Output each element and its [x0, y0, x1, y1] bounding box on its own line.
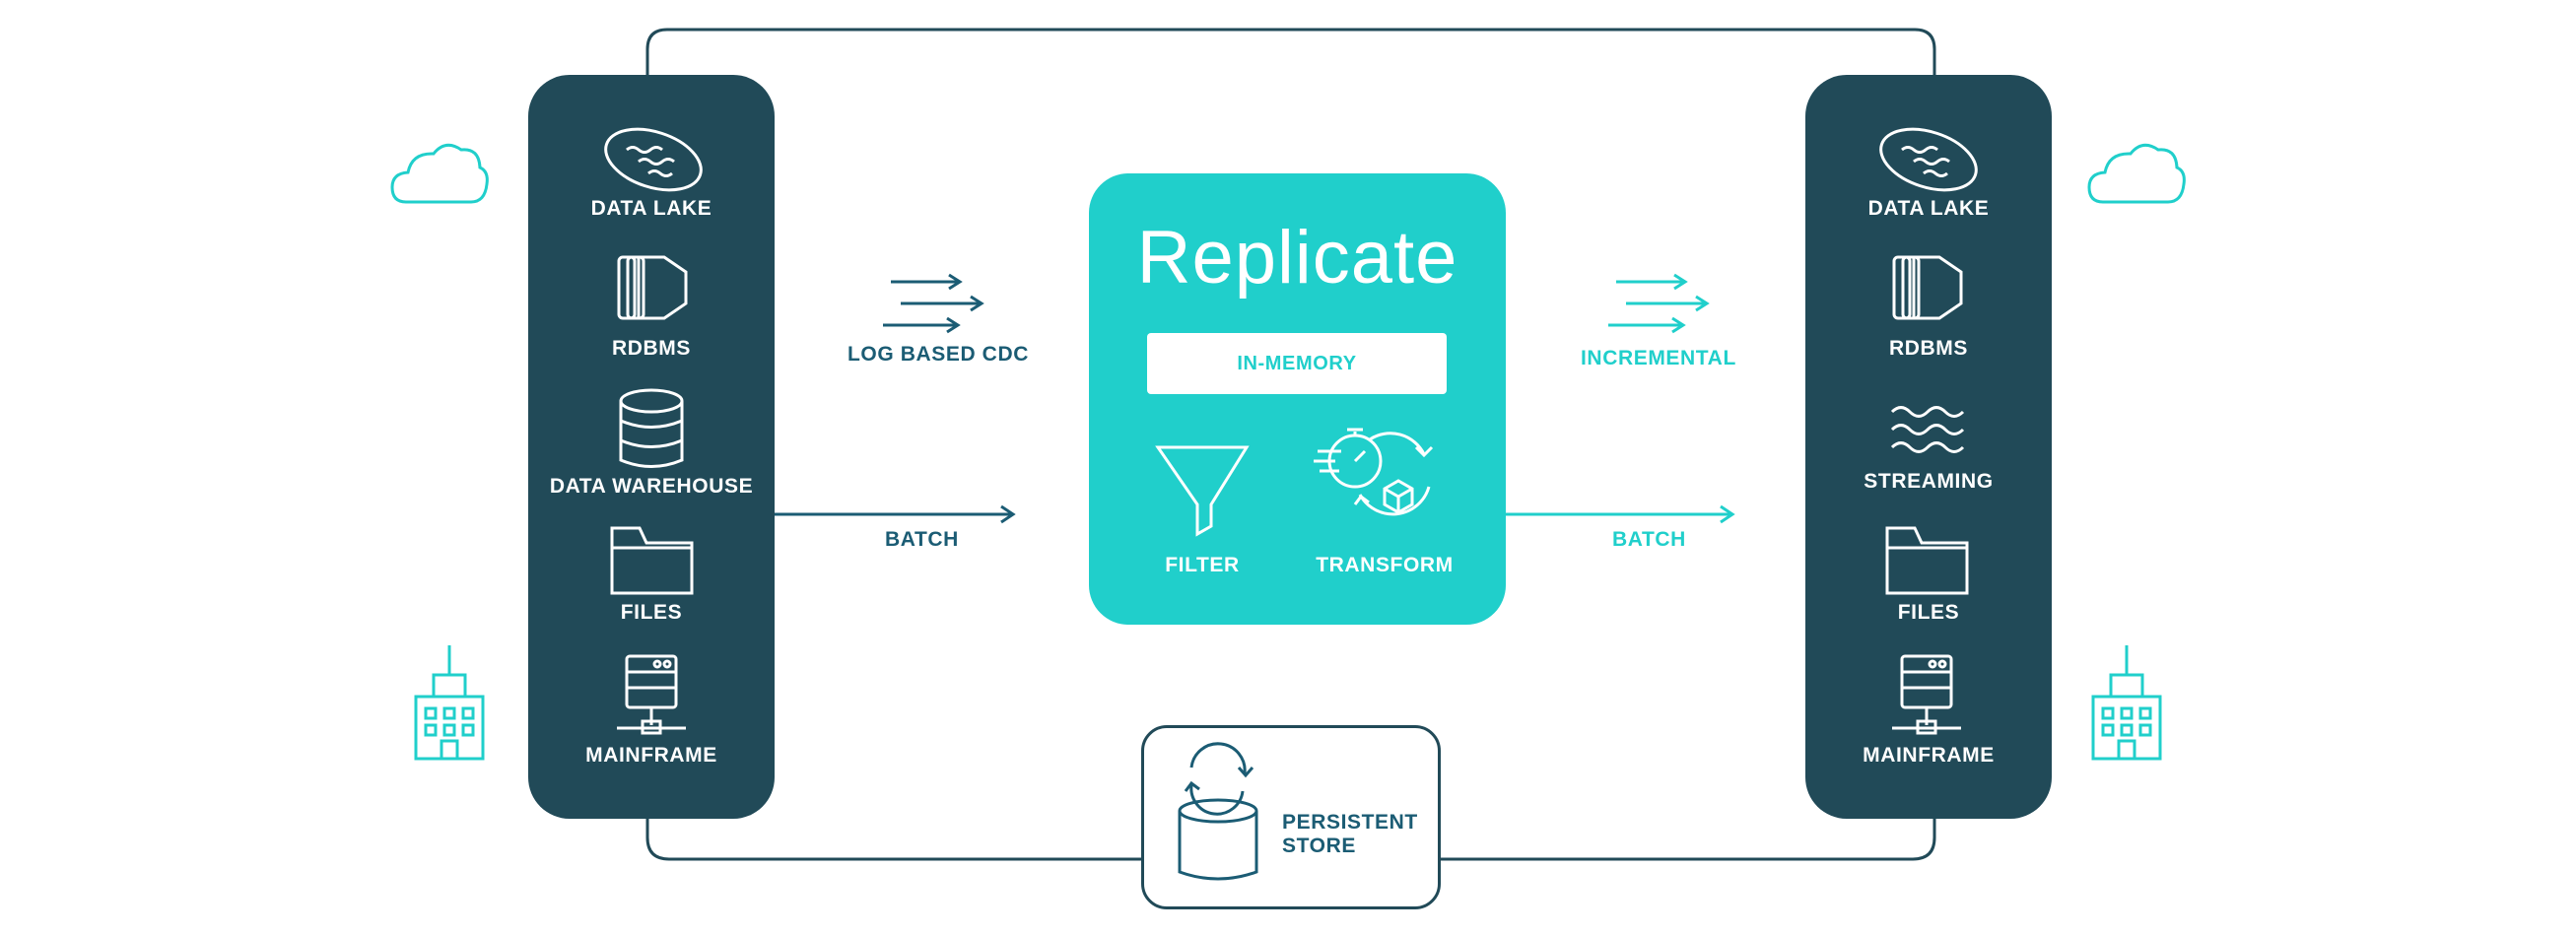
folder-icon — [610, 526, 694, 595]
rdbms-icon — [617, 255, 688, 320]
batch-arrow-left — [774, 504, 1016, 524]
streaming-icon — [1890, 406, 1965, 453]
top-loop-line — [645, 28, 1936, 79]
in-memory-label: IN-MEMORY — [1237, 353, 1357, 374]
target-panel: DATA LAKE RDBMS STREAMING FILES MAINFRAM… — [1805, 75, 2052, 819]
data-lake-icon — [604, 127, 703, 192]
bottom-loop-line-right — [1439, 816, 1936, 861]
source-icons — [604, 127, 703, 735]
transform-label: TRANSFORM — [1316, 554, 1454, 576]
persistent-store-graphic — [1178, 742, 1258, 881]
incremental-arrows-icon — [1608, 273, 1710, 334]
replicate-engine-box: Replicate IN-MEMORY — [1089, 173, 1506, 625]
batch-label-left: BATCH — [885, 528, 959, 551]
persistent-store-box: PERSISTENT STORE — [1141, 725, 1441, 909]
source-label-data-warehouse: DATA WAREHOUSE — [549, 475, 754, 498]
batch-label-right: BATCH — [1612, 528, 1686, 551]
filter-icon — [1155, 445, 1250, 537]
bottom-loop-line-left — [645, 816, 1143, 861]
transform-icon — [1314, 428, 1434, 516]
source-panel: DATA LAKE RDBMS DATA WAREHOUSE FILES MAI… — [528, 75, 775, 819]
mainframe-icon — [617, 654, 686, 735]
database-sync-icon — [1178, 742, 1258, 881]
persistent-store-label-line1: PERSISTENT — [1282, 811, 1418, 834]
data-warehouse-icon — [619, 388, 684, 468]
source-label-mainframe: MAINFRAME — [585, 744, 717, 767]
target-label-mainframe: MAINFRAME — [1863, 744, 1995, 767]
source-label-rdbms: RDBMS — [612, 337, 691, 360]
target-label-streaming: STREAMING — [1864, 470, 1994, 493]
persistent-store-label-line2: STORE — [1282, 835, 1356, 857]
source-label-data-lake: DATA LAKE — [590, 197, 712, 220]
rdbms-icon — [1892, 255, 1963, 320]
target-icons — [1879, 127, 1978, 735]
incremental-label: INCREMENTAL — [1581, 347, 1736, 369]
batch-arrow-right — [1506, 504, 1735, 524]
cdc-arrows-icon — [883, 273, 984, 334]
filter-label: FILTER — [1165, 554, 1240, 576]
log-based-cdc-label: LOG BASED CDC — [847, 343, 1029, 366]
mainframe-icon — [1892, 654, 1961, 735]
building-icon-right — [2091, 645, 2162, 761]
cloud-icon-left — [390, 143, 489, 204]
in-memory-bar: IN-MEMORY — [1147, 333, 1447, 394]
replicate-title: Replicate — [1136, 216, 1458, 300]
engine-icons — [1155, 428, 1434, 537]
data-lake-icon — [1879, 127, 1978, 192]
folder-icon — [1885, 526, 1969, 595]
target-label-files: FILES — [1897, 601, 1960, 624]
target-label-rdbms: RDBMS — [1889, 337, 1968, 360]
building-icon-left — [414, 645, 485, 761]
source-label-files: FILES — [620, 601, 683, 624]
cloud-icon-right — [2087, 143, 2186, 204]
target-label-data-lake: DATA LAKE — [1867, 197, 1990, 220]
